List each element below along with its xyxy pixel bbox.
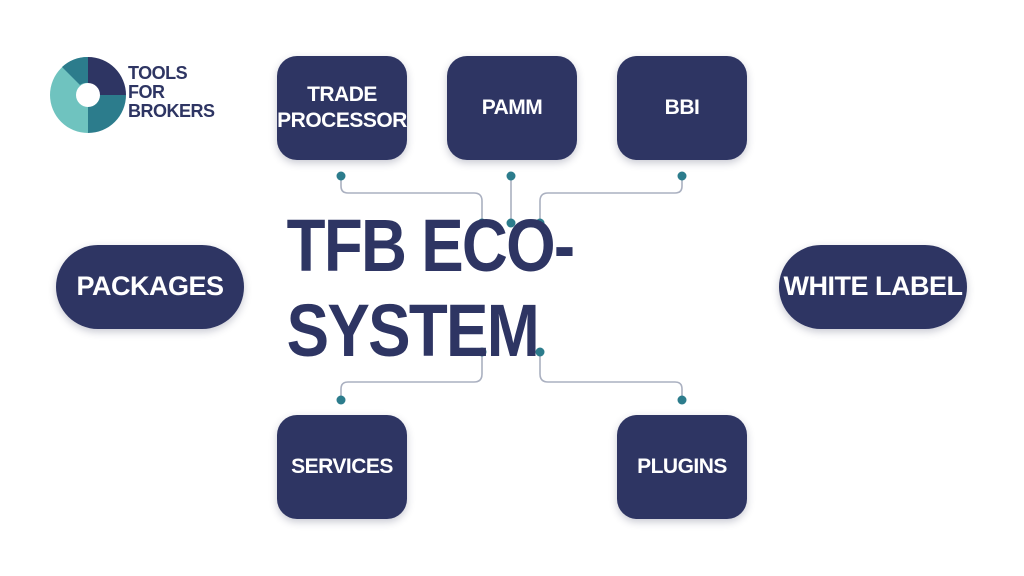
white-label-box[interactable]: WHITE LABEL <box>779 245 967 329</box>
bbi-box[interactable]: BBI <box>617 56 747 160</box>
plugins-label: PLUGINS <box>637 454 727 478</box>
dot-pamm-top <box>506 171 516 181</box>
logo-line-brokers: BROKERS <box>128 101 215 121</box>
connector-plugins <box>539 352 683 400</box>
connector-trade-processor <box>340 176 483 223</box>
dot-trade-processor-top <box>336 171 346 181</box>
dot-services-bottom <box>336 395 346 405</box>
trade-processor-label: TRADE PROCESSOR <box>277 82 407 132</box>
dot-bbi-top <box>677 171 687 181</box>
pamm-box[interactable]: PAMM <box>447 56 577 160</box>
dot-center-left-bottom <box>477 347 487 357</box>
logo-line-for: FOR <box>128 82 165 102</box>
services-box[interactable]: SERVICES <box>277 415 407 519</box>
bbi-label: BBI <box>664 95 700 119</box>
dot-center-left-top <box>477 218 487 228</box>
services-label: SERVICES <box>291 454 393 478</box>
dot-center-mid-top <box>506 218 516 228</box>
packages-label: PACKAGES <box>76 271 224 302</box>
logo-line-tools: TOOLS <box>128 63 188 83</box>
pamm-label: PAMM <box>481 95 543 119</box>
white-label-label: WHITE LABEL <box>783 271 963 302</box>
connector-bbi <box>539 176 683 223</box>
tools-for-brokers-logo <box>50 56 126 133</box>
plugins-box[interactable]: PLUGINS <box>617 415 747 519</box>
dot-center-right-bottom <box>535 347 545 357</box>
trade-processor-box[interactable]: TRADE PROCESSOR <box>277 56 407 160</box>
packages-box[interactable]: PACKAGES <box>56 245 244 329</box>
diagram-title: TFB ECO-SYSTEM <box>286 204 575 372</box>
dot-center-right-top <box>535 218 545 228</box>
dot-plugins-bottom <box>677 395 687 405</box>
logo-wordmark: TOOLS FOR BROKERS <box>128 64 215 121</box>
connector-services <box>340 352 483 400</box>
